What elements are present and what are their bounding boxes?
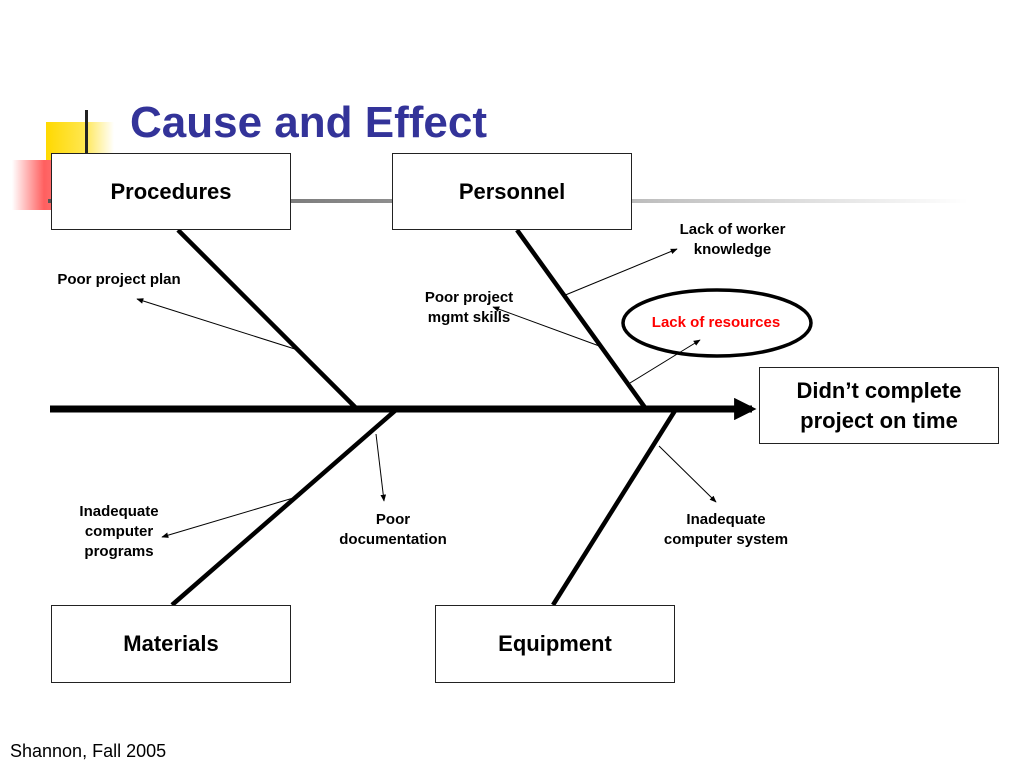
highlight-ellipse (621, 288, 813, 358)
category-box-materials: Materials (51, 605, 291, 683)
arrow-mgmt-skills (492, 306, 603, 348)
category-box-personnel: Personnel (392, 153, 632, 230)
category-label-materials: Materials (123, 631, 219, 656)
arrow-inadequate-programs (161, 495, 301, 538)
cause-lack-worker-knowledge: Lack of worker knowledge (679, 221, 786, 258)
effect-label: Didn’t complete project on time (796, 377, 962, 433)
category-label-equipment: Equipment (498, 631, 612, 656)
footer-credit: Shannon, Fall 2005 (10, 741, 167, 761)
bone-materials (170, 407, 399, 607)
bone-personnel (515, 228, 648, 411)
effect-box: Didn’t complete project on time (759, 367, 999, 444)
arrow-poor-documentation (375, 433, 387, 502)
arrow-poor-project-plan (136, 298, 299, 351)
arrow-inadequate-system (658, 445, 717, 503)
cause-inadequate-programs: Inadequate computer programs (79, 503, 159, 560)
cause-inadequate-computer-system: Inadequate computer system (663, 511, 789, 548)
arrow-lack-knowledge (562, 248, 678, 297)
arrow-lack-resources (629, 339, 701, 384)
category-box-procedures: Procedures (51, 153, 291, 230)
cause-poor-mgmt-skills: Poor project mgmt skills (424, 289, 514, 326)
cause-lack-resources: Lack of resources (651, 314, 781, 331)
category-box-equipment: Equipment (435, 605, 675, 683)
cause-poor-project-plan: Poor project plan (57, 271, 181, 288)
category-label-personnel: Personnel (458, 178, 566, 204)
cause-poor-documentation: Poor documentation (339, 511, 447, 548)
slide-title: Cause and Effect (130, 98, 487, 147)
bone-procedures (176, 228, 359, 411)
category-label-procedures: Procedures (110, 178, 232, 204)
bone-equipment (551, 407, 678, 607)
